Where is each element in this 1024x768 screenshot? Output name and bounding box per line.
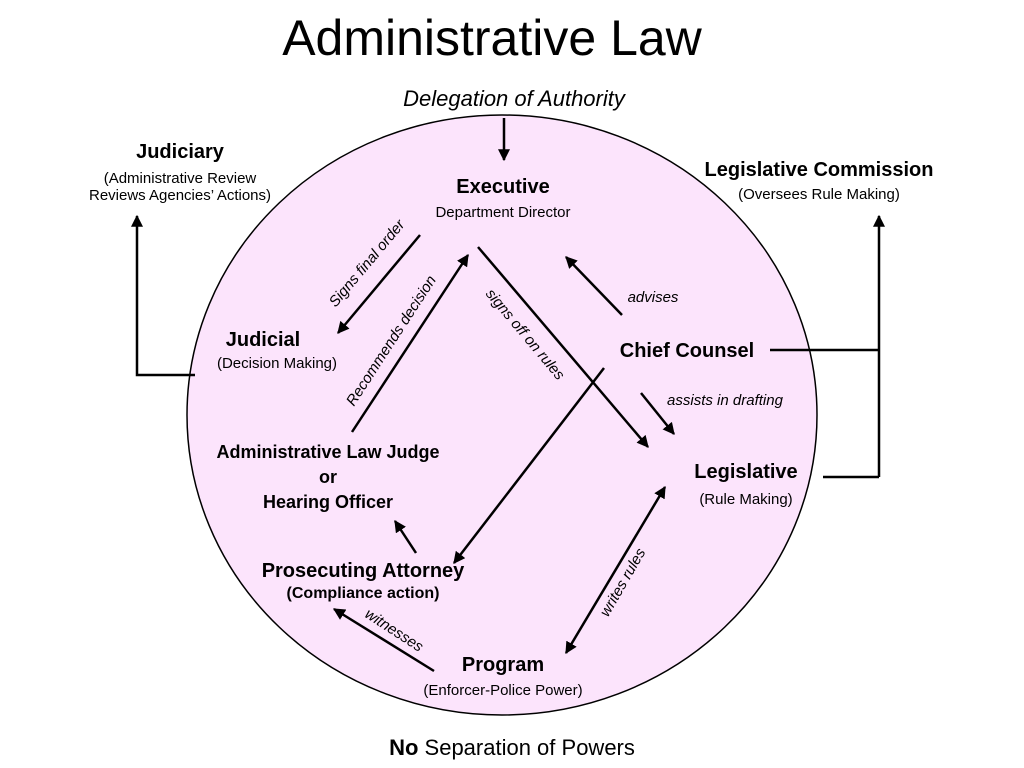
prosecutor-to-alj-arrow bbox=[393, 519, 418, 554]
label-assists-in-drafting: assists in drafting bbox=[667, 392, 783, 409]
footer-no: No bbox=[389, 735, 419, 760]
program-title: Program bbox=[461, 654, 545, 676]
signs-off-on-rules-arrow bbox=[477, 246, 649, 448]
program-desc: (Enforcer-Police Power) bbox=[423, 682, 583, 699]
advises-arrow bbox=[565, 256, 623, 316]
executive-title: Executive bbox=[456, 176, 550, 198]
footer-caption: No Separation of Powers bbox=[312, 735, 712, 760]
chief-counsel-title: Chief Counsel bbox=[619, 340, 755, 362]
legislative-commission-desc: (Oversees Rule Making) bbox=[738, 186, 900, 203]
judicial-desc: (Decision Making) bbox=[216, 355, 338, 372]
legislative-commission-title: Legislative Commission bbox=[704, 159, 934, 181]
assists-in-drafting-arrow bbox=[640, 392, 675, 435]
page-title: Administrative Law bbox=[282, 10, 702, 66]
signs-final-order-arrow bbox=[337, 234, 421, 334]
judicial-to-judiciary-connector bbox=[131, 214, 195, 377]
judiciary-desc-line1: (Administrative Review bbox=[103, 170, 257, 187]
prosecuting-attorney-desc: (Compliance action) bbox=[286, 585, 440, 602]
judiciary-desc-line2: Reviews Agencies’ Actions) bbox=[88, 187, 272, 204]
alj-line3: Hearing Officer bbox=[262, 492, 394, 512]
legislative-desc: (Rule Making) bbox=[699, 491, 793, 508]
alj-line1: Administrative Law Judge bbox=[216, 442, 440, 462]
judiciary-title: Judiciary bbox=[136, 141, 224, 163]
recommends-decision-arrow bbox=[350, 253, 470, 433]
prosecuting-attorney-title: Prosecuting Attorney bbox=[261, 560, 465, 582]
writes-rules-arrow bbox=[564, 485, 667, 655]
footer-rest: Separation of Powers bbox=[418, 735, 635, 760]
witnesses-arrow bbox=[332, 607, 435, 673]
counsel-to-prosecutor-arrow bbox=[453, 367, 605, 564]
label-advises: advises bbox=[627, 289, 679, 306]
alj-line2: or bbox=[319, 467, 337, 487]
executive-desc: Department Director bbox=[435, 204, 571, 221]
judicial-title: Judicial bbox=[225, 329, 301, 351]
delegation-label: Delegation of Authority bbox=[403, 86, 625, 111]
legislative-title: Legislative bbox=[694, 461, 798, 483]
